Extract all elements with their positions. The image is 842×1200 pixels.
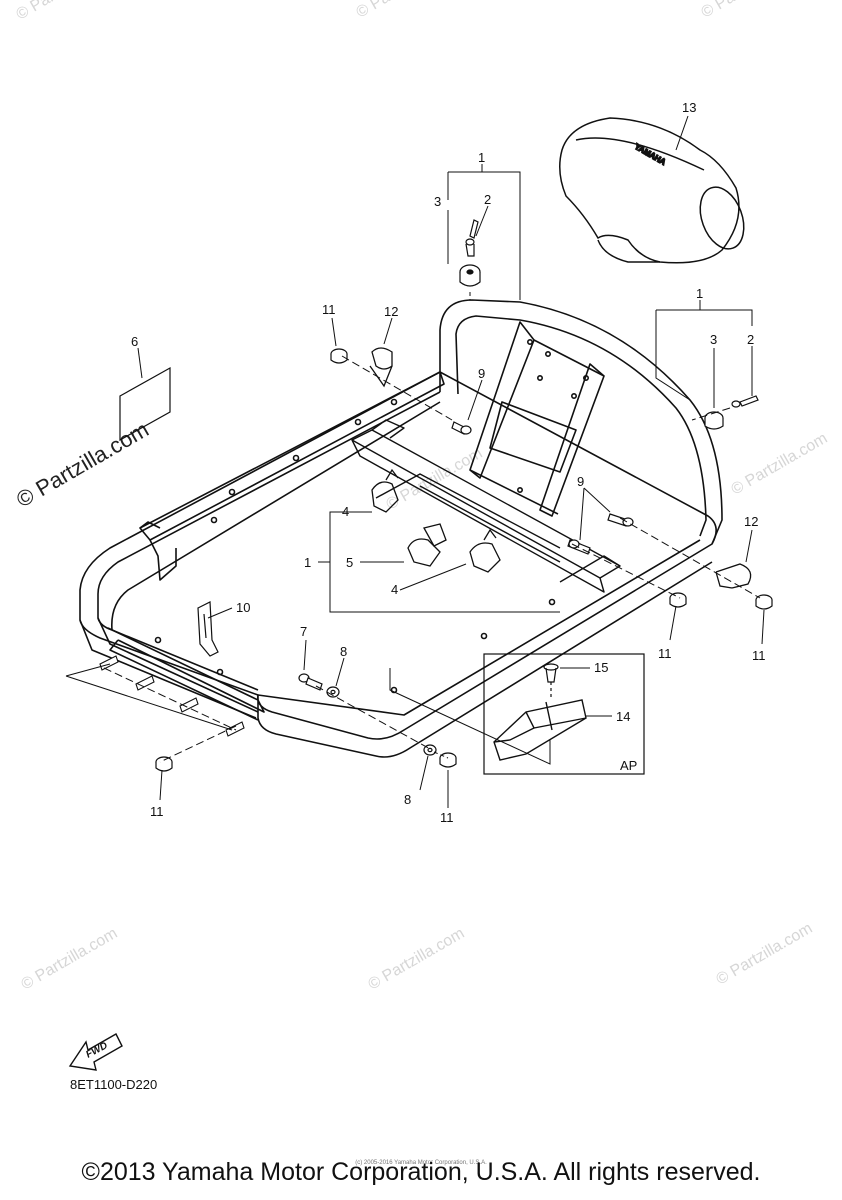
grommet-part-3-top — [459, 264, 481, 287]
label-12-right: 12 — [744, 514, 758, 529]
label-15: 15 — [594, 660, 608, 675]
label-10: 10 — [236, 600, 250, 615]
label-4-lower: 4 — [391, 582, 398, 597]
grommet-part-3-right — [704, 411, 724, 430]
ap-frame — [483, 653, 645, 775]
bolt-right-a — [607, 513, 634, 527]
label-2-right: 2 — [747, 332, 754, 347]
tiny-credit: (c) 2005-2016 Yamaha Motor Corporation, … — [355, 1160, 487, 1166]
label-11-right1: 11 — [658, 646, 672, 661]
ap-label: AP — [620, 758, 637, 773]
label-13: 13 — [682, 100, 696, 115]
part-labels: 1 3 2 13 1 3 2 11 12 6 9 9 4 1 5 4 12 10… — [131, 100, 766, 825]
screw-part-15 — [543, 663, 559, 700]
stud — [99, 655, 119, 671]
handle-cover-part-13: YAMAHA — [559, 117, 745, 264]
watermark-faded: © Partzilla.com — [714, 920, 816, 989]
label-11-bottomleft: 11 — [150, 804, 164, 819]
handle-logo: YAMAHA — [633, 142, 667, 167]
label-8-lower: 8 — [404, 792, 411, 807]
handle-pole-tube — [439, 299, 723, 545]
watermark-faded: © Partzilla.com — [14, 0, 116, 23]
label-1-left: 1 — [304, 555, 311, 570]
pad-part-14 — [493, 699, 587, 761]
label-3-top: 3 — [434, 194, 441, 209]
cross-member — [351, 419, 621, 593]
stud — [179, 697, 199, 713]
watermark-faded: © Partzilla.com — [384, 445, 486, 514]
pin-part-2-top — [465, 219, 479, 257]
clamp-part-12 — [369, 347, 752, 589]
clamp-5 — [407, 523, 447, 567]
nut-bottomleft — [155, 756, 173, 772]
copyright-footer: ©2013 Yamaha Motor Corporation, U.S.A. A… — [81, 1158, 761, 1186]
label-1-right: 1 — [696, 286, 703, 301]
frame-assembly — [79, 371, 717, 758]
pin-part-2-right — [731, 395, 759, 408]
watermark-faded: © Partzilla.com — [354, 0, 456, 21]
label-11-bottom: 11 — [440, 810, 454, 825]
label-5: 5 — [346, 555, 353, 570]
ap-detail-box: AP — [483, 653, 645, 775]
clamp-4-upper — [371, 468, 399, 513]
label-1-top: 1 — [478, 150, 485, 165]
label-9-right: 9 — [577, 474, 584, 489]
clamp-part-4-5 — [371, 468, 501, 573]
watermark-faded: © Partzilla.com — [19, 925, 121, 994]
label-7: 7 — [300, 624, 307, 639]
label-4-upper: 4 — [342, 504, 349, 519]
stud — [135, 675, 155, 691]
leader-lines — [65, 115, 765, 808]
label-14: 14 — [616, 709, 630, 724]
clamp-4-lower — [469, 528, 501, 573]
watermark-faded: © Partzilla.com — [699, 0, 801, 21]
background-watermarks: © Partzilla.com © Partzilla.com © Partzi… — [14, 0, 831, 993]
fwd-arrow-icon: FWD — [68, 1033, 123, 1071]
label-6: 6 — [131, 334, 138, 349]
nut-bottom — [439, 752, 457, 768]
clamp-top — [369, 347, 393, 388]
label-3-right: 3 — [710, 332, 717, 347]
strap-part-10 — [197, 601, 219, 657]
partzilla-watermark: © Partzilla.com — [12, 417, 153, 513]
label-11-right2: 11 — [752, 648, 766, 663]
diagram-code: 8ET1100-D220 — [70, 1077, 157, 1092]
watermark-faded: © Partzilla.com — [366, 925, 468, 994]
bolt-center — [451, 421, 472, 435]
label-8-upper: 8 — [340, 644, 347, 659]
nut-topleft — [330, 348, 348, 364]
watermark-faded: © Partzilla.com — [729, 430, 831, 499]
label-11-topleft: 11 — [322, 302, 336, 317]
clamp-right — [715, 563, 752, 589]
decal-part-6 — [119, 366, 171, 442]
label-2-top: 2 — [484, 192, 491, 207]
label-12-top: 12 — [384, 304, 398, 319]
label-9-center: 9 — [478, 366, 485, 381]
nut-right1 — [669, 592, 687, 608]
